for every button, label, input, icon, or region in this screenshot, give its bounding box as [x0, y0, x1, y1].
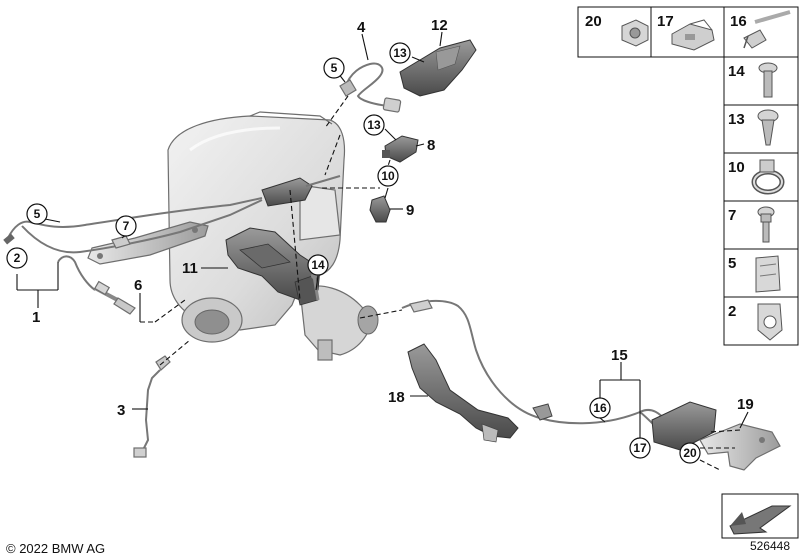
leader-lines: [16, 31, 749, 471]
legend-cell-5[interactable]: 5: [728, 255, 781, 293]
svg-text:16: 16: [593, 401, 607, 415]
callout-11: 11: [182, 260, 198, 277]
svg-text:13: 13: [728, 111, 745, 128]
svg-text:14: 14: [311, 258, 325, 272]
cable-clip-part-9: [369, 195, 391, 223]
legend-cell-20[interactable]: 20: [585, 13, 649, 47]
bracket-part-12: [399, 39, 477, 97]
callout-3: 3: [117, 402, 125, 419]
sensor-cable-part-15: [401, 299, 671, 441]
lambda-probe-part-3: [133, 355, 171, 458]
svg-text:5: 5: [34, 207, 41, 221]
nut-icon: [621, 19, 649, 47]
clip-part-7: [111, 235, 131, 249]
document-number: 526448: [749, 539, 790, 553]
svg-text:20: 20: [683, 446, 697, 460]
legend-cell-7[interactable]: 7: [728, 206, 775, 243]
circled-callout-20: 20: [679, 442, 701, 464]
copyright-text: © 2022 BMW AG: [6, 541, 106, 556]
spring-clip-icon: [755, 255, 781, 293]
legend-cell-16[interactable]: 16: [730, 10, 791, 49]
circled-callout-16: 16: [589, 397, 611, 419]
callout-1: 1: [32, 309, 40, 326]
legend-top-row: 20 17 16: [577, 6, 799, 58]
callout-19: 19: [737, 396, 754, 413]
callout-12: 12: [431, 17, 448, 34]
legend-cell-14[interactable]: 14: [728, 62, 778, 98]
screw-icon: [757, 109, 779, 146]
svg-text:14: 14: [728, 63, 745, 80]
svg-text:5: 5: [331, 61, 338, 75]
svg-text:7: 7: [123, 219, 130, 233]
svg-text:2: 2: [14, 251, 21, 265]
legend-cell-2[interactable]: 2: [728, 303, 783, 341]
circled-callout-7: 7: [115, 215, 137, 237]
svg-text:20: 20: [585, 13, 602, 30]
collar-screw-icon: [757, 206, 775, 243]
svg-text:13: 13: [367, 118, 381, 132]
circled-callout-5-left: 5: [26, 203, 48, 225]
sensor-part-8: [382, 135, 419, 163]
cable-holder-icon: [757, 303, 783, 341]
arrow-icon: [729, 505, 792, 535]
legend-cell-10[interactable]: 10: [728, 159, 785, 195]
bracket-part-11: [225, 227, 321, 306]
callout-8: 8: [427, 137, 435, 154]
svg-text:10: 10: [728, 159, 745, 176]
circled-callout-17: 17: [629, 437, 651, 459]
callout-18: 18: [388, 389, 405, 406]
svg-text:7: 7: [728, 207, 736, 224]
svg-text:13: 13: [393, 46, 407, 60]
clip-nut-icon: [671, 19, 715, 51]
hose-clamp-icon: [751, 159, 785, 195]
svg-text:5: 5: [728, 255, 736, 272]
bracket-part-18: [407, 343, 519, 443]
particulate-filter: [167, 111, 379, 361]
svg-text:16: 16: [730, 13, 747, 30]
sensor-cable-part-5: [3, 175, 341, 254]
circled-callout-2: 2: [6, 247, 28, 269]
svg-text:10: 10: [381, 169, 395, 183]
callout-15: 15: [611, 347, 628, 364]
legend-cell-13[interactable]: 13: [728, 109, 779, 146]
callout-4: 4: [357, 19, 366, 36]
circled-callout-5-top: 5: [323, 57, 345, 79]
sensor-part-4: [339, 62, 402, 113]
callout-9: 9: [406, 202, 414, 219]
circled-callout-14: 14: [307, 254, 329, 276]
circled-callout-13-top: 13: [389, 42, 411, 64]
circled-callout-13-mid: 13: [363, 114, 385, 136]
legend-cell-17[interactable]: 17: [657, 13, 715, 51]
callout-6: 6: [134, 277, 142, 294]
legend-side-column: 14 13 10 7: [723, 56, 799, 346]
cable-tie-icon: [743, 10, 791, 49]
svg-text:17: 17: [633, 441, 647, 455]
lambda-probe-part-1: [57, 255, 136, 315]
bolt-icon: [758, 62, 778, 98]
svg-text:2: 2: [728, 303, 736, 320]
control-unit-part-19: [651, 401, 781, 471]
circled-callout-10: 10: [377, 165, 399, 187]
svg-text:17: 17: [657, 13, 674, 30]
direction-arrow-box: [721, 493, 799, 539]
